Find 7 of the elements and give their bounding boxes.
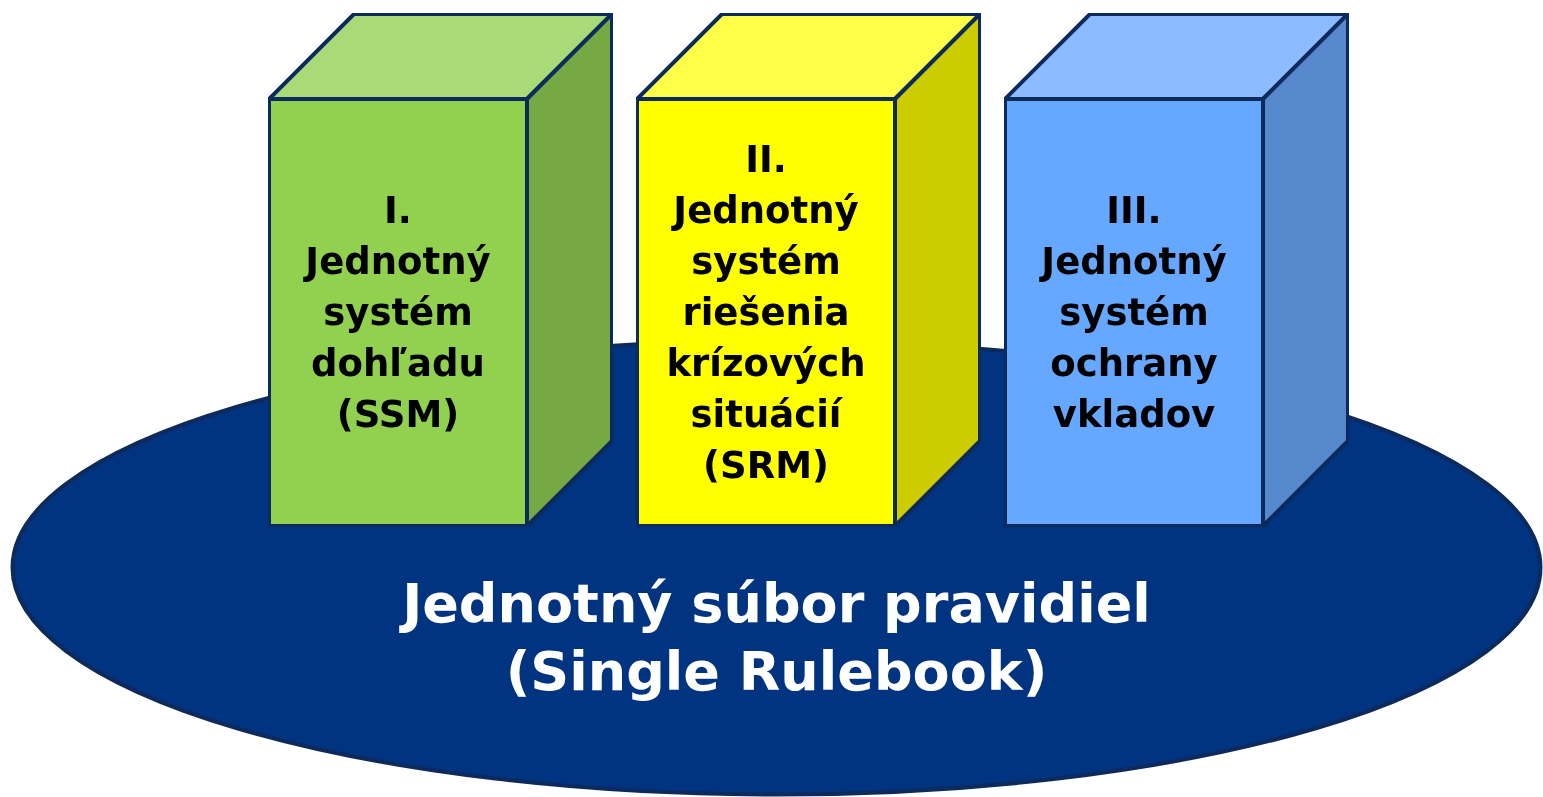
pillar-number: II. xyxy=(745,137,787,183)
pillar-number: III. xyxy=(1106,188,1162,234)
pillar-title: Jednotný systém dohľadu (SSM) xyxy=(302,239,492,438)
base-title: Jednotný súbor pravidiel (Single Rulebook) xyxy=(350,570,1203,706)
pillar-title: Jednotný systém riešenia krízových situácií (SRM) xyxy=(665,188,867,489)
pillar-title: Jednotný systém ochrany vkladov xyxy=(1038,239,1228,438)
pillar-number: I. xyxy=(384,188,412,234)
